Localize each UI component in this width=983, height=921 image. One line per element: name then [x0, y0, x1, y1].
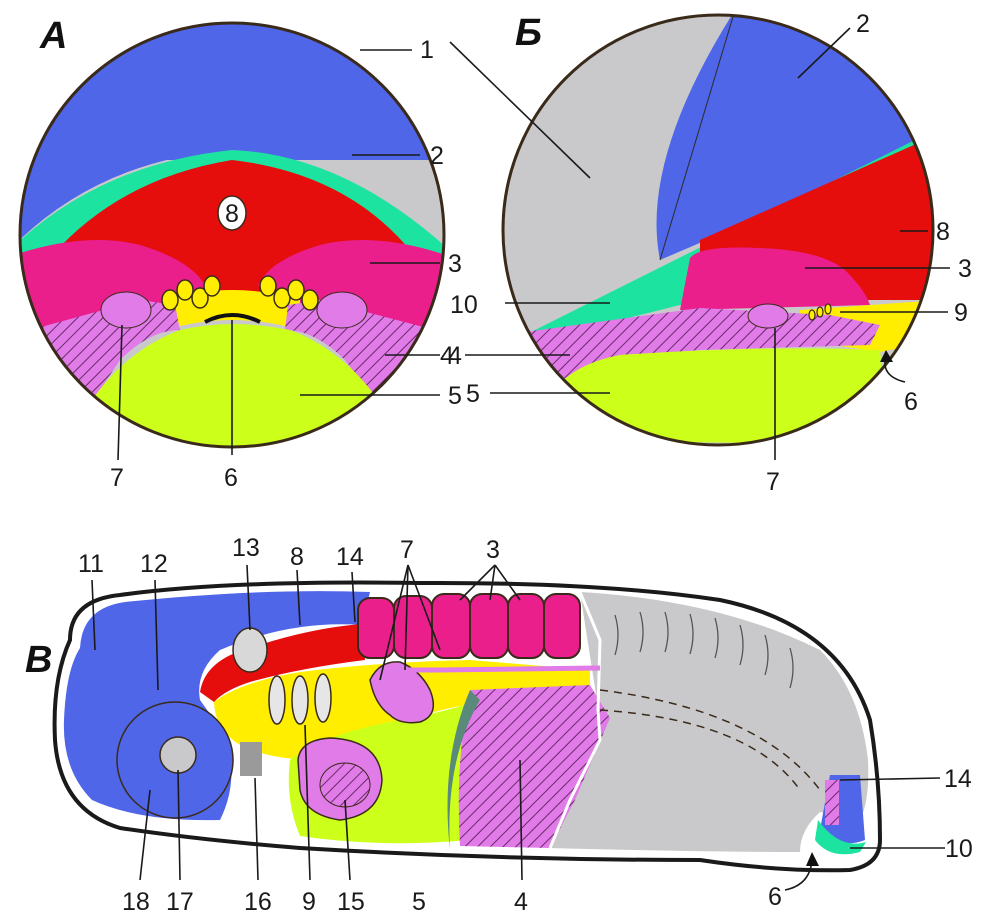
label-10-b: 10 [450, 291, 478, 319]
label-5-b: 5 [466, 380, 480, 408]
label-2-b: 2 [856, 10, 870, 38]
label-3-b: 3 [958, 255, 972, 283]
label-4-b: 4 [440, 342, 454, 370]
label-14-c-top: 14 [336, 543, 364, 571]
label-8-a-inner: 8 [225, 200, 239, 228]
structure-17-lens [160, 737, 196, 773]
structure-13-otic [233, 628, 267, 672]
panel-c: В 11 12 13 8 14 7 3 14 10 6 18 17 16 9 1… [25, 534, 973, 916]
label-6-a: 6 [224, 464, 238, 492]
label-3-c: 3 [486, 536, 500, 564]
label-6-b: 6 [904, 388, 918, 416]
panel-b: Б 2 8 3 10 9 4 5 6 7 [440, 10, 972, 496]
structure-16-mouth [240, 742, 262, 776]
structure-7-b [748, 304, 788, 328]
label-5-a: 5 [448, 382, 462, 410]
label-9-b: 9 [954, 299, 968, 327]
label-13-c: 13 [232, 534, 260, 562]
label-9-c: 9 [302, 888, 316, 916]
label-6-c: 6 [768, 883, 782, 911]
label-5-c: 5 [412, 888, 426, 916]
label-8-b: 8 [936, 218, 950, 246]
label-2-a: 2 [430, 142, 444, 170]
label-7-a: 7 [110, 464, 124, 492]
label-16-c: 16 [244, 888, 272, 916]
structure-7-right [317, 292, 367, 328]
label-18-c: 18 [122, 888, 150, 916]
label-12-c: 12 [140, 550, 168, 578]
label-1-a: 1 [420, 36, 434, 64]
panel-a: 8 А 1 2 3 4 5 6 7 [0, 0, 470, 492]
region-5-lime-b [540, 348, 890, 445]
gill-pouches [269, 674, 331, 724]
label-7-c: 7 [400, 536, 414, 564]
label-7-b: 7 [766, 468, 780, 496]
panel-b-letter: Б [515, 12, 542, 54]
somite-row [358, 594, 580, 658]
label-3-a: 3 [448, 250, 462, 278]
panel-a-letter: А [39, 15, 67, 57]
structure-7-left [101, 292, 151, 328]
label-4-c: 4 [514, 888, 528, 916]
label-10-c: 10 [945, 835, 973, 863]
label-8-c: 8 [290, 543, 304, 571]
panel-c-letter: В [25, 639, 52, 681]
label-14-c-tail: 14 [944, 765, 972, 793]
label-17-c: 17 [166, 888, 194, 916]
label-11-c: 11 [78, 550, 104, 578]
label-15-c: 15 [337, 888, 365, 916]
